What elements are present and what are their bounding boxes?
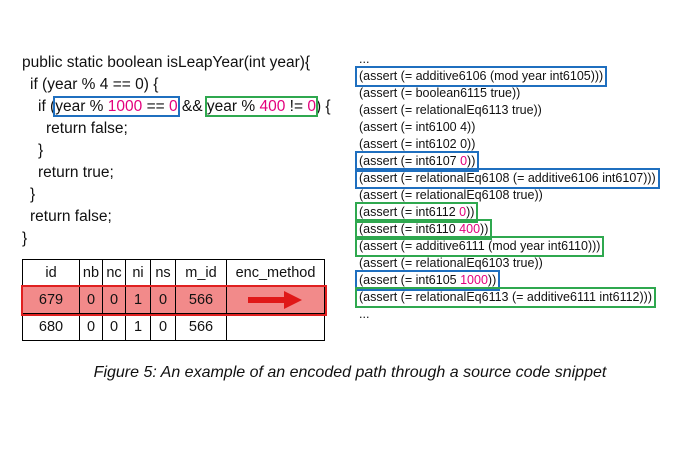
table-cell: 679 bbox=[22, 286, 80, 314]
column-header: ni bbox=[125, 259, 151, 287]
assert-line: (assert (= additive6111 (mod year int611… bbox=[354, 236, 605, 257]
assert-token: ... bbox=[359, 52, 370, 66]
table-cell: 0 bbox=[79, 313, 103, 341]
assert-token: )) bbox=[467, 154, 476, 168]
highlighted-literal: 0 bbox=[460, 154, 468, 168]
code-line: if (year % 4 == 0) { bbox=[30, 74, 158, 96]
assert-token: (assert (= relationalEq6108 true)) bbox=[359, 188, 543, 202]
code-token: if (year % 4 == 0) { bbox=[30, 76, 159, 93]
green-condition-box: year % 400 != 0 bbox=[204, 96, 318, 117]
code-line: if (year % 1000 == 0 && year % 400 != 0)… bbox=[38, 96, 331, 118]
code-token: } bbox=[30, 186, 36, 203]
highlighted-literal: 400 bbox=[259, 98, 286, 115]
assert-token: (assert (= int6102 0)) bbox=[359, 137, 476, 151]
code-token: return true; bbox=[38, 164, 114, 181]
assert-line: (assert (= int6112 0)) bbox=[354, 202, 479, 223]
code-line: return false; bbox=[46, 118, 128, 140]
code-line: return true; bbox=[38, 162, 114, 184]
assert-line: (assert (= relationalEq6108 (= additive6… bbox=[355, 168, 660, 189]
blue-condition-box: year % 1000 == 0 bbox=[53, 96, 180, 117]
assert-token: )) bbox=[487, 273, 497, 287]
code-token: public static boolean isLeapYear(int yea… bbox=[22, 54, 311, 71]
assert-line: (assert (= boolean6115 true)) bbox=[357, 85, 522, 102]
code-token: year % bbox=[55, 98, 108, 115]
assert-line: (assert (= relationalEq6113 (= additive6… bbox=[355, 287, 656, 308]
assert-token: (assert (= relationalEq6113 true)) bbox=[359, 103, 542, 117]
assert-line: (assert (= int6105 1000)) bbox=[354, 270, 501, 291]
highlighted-literal: 1000 bbox=[460, 273, 488, 287]
code-token: } bbox=[22, 230, 28, 247]
table-cell: 0 bbox=[79, 286, 103, 314]
assert-token: )) bbox=[466, 205, 475, 219]
code-token: return false; bbox=[46, 120, 128, 137]
column-header: enc_method bbox=[226, 259, 325, 287]
assert-line: ... bbox=[357, 306, 371, 323]
table-cell: 0 bbox=[102, 313, 126, 341]
code-line: } bbox=[22, 228, 27, 250]
code-token: && bbox=[177, 98, 207, 115]
highlighted-literal: 0 bbox=[307, 98, 316, 115]
column-header: ns bbox=[150, 259, 176, 287]
table-cell: 0 bbox=[102, 286, 126, 314]
code-token: return false; bbox=[30, 208, 112, 225]
assert-token: (assert (= int6105 bbox=[359, 273, 461, 287]
code-line: } bbox=[30, 184, 35, 206]
assert-token: (assert (= int6112 bbox=[359, 205, 460, 219]
assert-line: ... bbox=[357, 51, 371, 68]
table-cell: 566 bbox=[175, 286, 227, 314]
table-cell: 680 bbox=[22, 313, 80, 341]
assert-token: ... bbox=[359, 307, 370, 321]
assert-line: (assert (= int6102 0)) bbox=[357, 136, 477, 153]
assert-token: (assert (= additive6111 (mod year int611… bbox=[359, 239, 601, 253]
code-line: return false; bbox=[30, 206, 112, 228]
assert-line: (assert (= int6107 0)) bbox=[354, 151, 480, 172]
code-token: if ( bbox=[38, 98, 56, 115]
assert-token: (assert (= relationalEq6113 (= additive6… bbox=[359, 290, 652, 304]
figure-caption: Figure 5: An example of an encoded path … bbox=[93, 364, 607, 381]
highlighted-literal: 0 bbox=[168, 98, 178, 115]
column-header: m_id bbox=[175, 259, 227, 287]
column-header: nb bbox=[79, 259, 103, 287]
assert-token: )) bbox=[480, 222, 489, 236]
assert-token: (assert (= relationalEq6108 (= additive6… bbox=[359, 171, 656, 185]
assert-token: (assert (= int6110 bbox=[359, 222, 460, 236]
assert-token: (assert (= int6107 bbox=[359, 154, 461, 168]
arrow-right-icon bbox=[247, 291, 304, 309]
code-token: year % bbox=[206, 98, 260, 115]
assert-line: (assert (= relationalEq6113 true)) bbox=[357, 102, 544, 119]
assert-line: (assert (= int6100 4)) bbox=[357, 119, 477, 136]
table-cell: 1 bbox=[125, 313, 151, 341]
code-line: public static boolean isLeapYear(int yea… bbox=[22, 52, 310, 74]
table-cell: 566 bbox=[175, 313, 227, 341]
table-cell bbox=[226, 313, 325, 341]
highlighted-literal: 1000 bbox=[107, 98, 143, 115]
assert-line: (assert (= relationalEq6108 true)) bbox=[357, 187, 545, 204]
code-token: } bbox=[38, 142, 44, 159]
assert-line: (assert (= int6110 400)) bbox=[354, 219, 493, 240]
code-token: == bbox=[142, 98, 169, 115]
assert-token: (assert (= boolean6115 true)) bbox=[359, 86, 521, 100]
assert-line: (assert (= additive6106 (mod year int610… bbox=[354, 66, 608, 87]
code-token: ) { bbox=[315, 98, 331, 115]
highlighted-literal: 400 bbox=[459, 222, 481, 236]
column-header: id bbox=[22, 259, 80, 287]
assert-token: (assert (= additive6106 (mod year int610… bbox=[359, 69, 604, 83]
highlighted-literal: 0 bbox=[459, 205, 467, 219]
code-line: } bbox=[38, 140, 43, 162]
table-cell bbox=[226, 286, 325, 314]
assert-token: (assert (= int6100 4)) bbox=[359, 120, 476, 134]
table-cell: 0 bbox=[150, 313, 176, 341]
table-cell: 0 bbox=[150, 286, 176, 314]
assert-token: (assert (= relationalEq6103 true)) bbox=[359, 256, 543, 270]
assert-line: (assert (= relationalEq6103 true)) bbox=[357, 255, 545, 272]
column-header: nc bbox=[102, 259, 126, 287]
code-token: != bbox=[285, 98, 308, 115]
table-cell: 1 bbox=[125, 286, 151, 314]
